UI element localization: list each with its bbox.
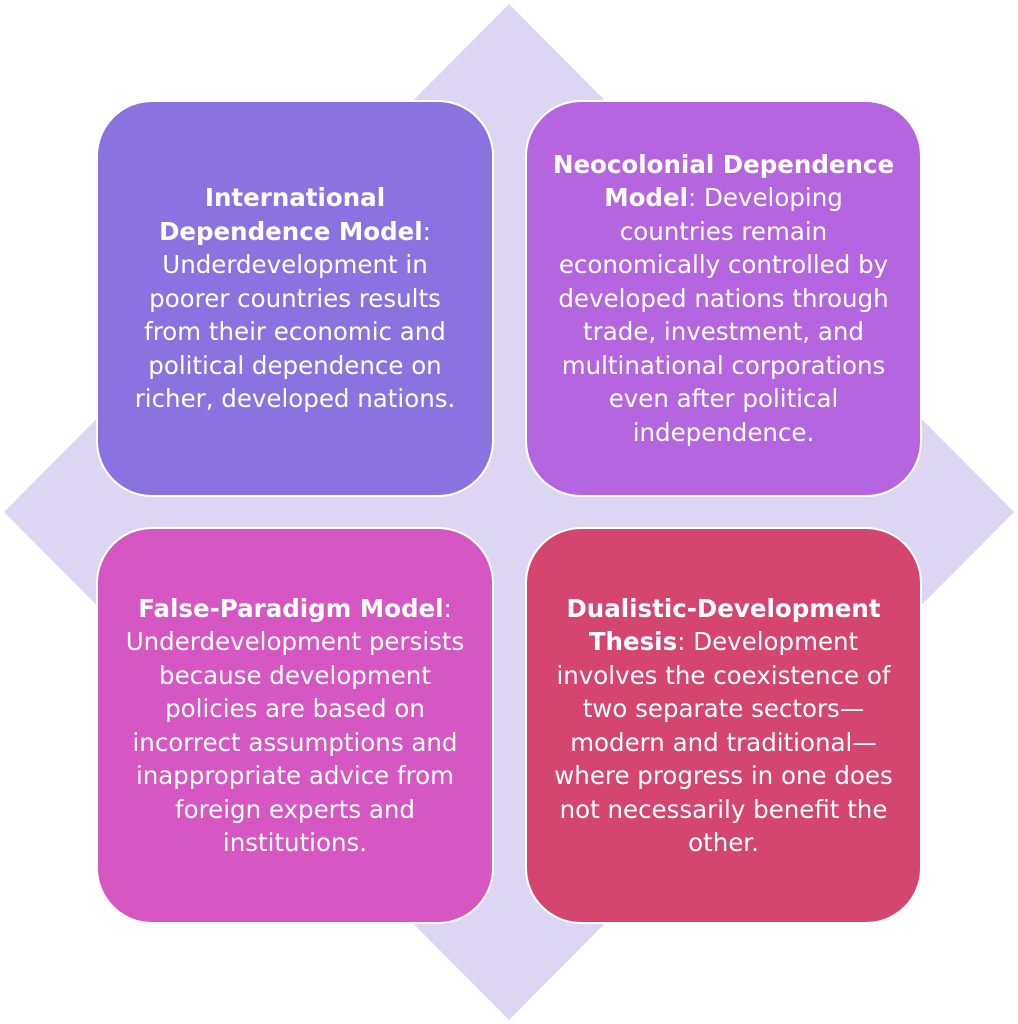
false-paradigm-card: False-Paradigm Model: Underdevelopment p… — [96, 527, 494, 924]
international-dependence-card: International Dependence Model: Underdev… — [96, 100, 494, 497]
card-term: Neocolonial Dependence Model — [552, 149, 895, 213]
card-description: : Underdevelopment in poorer countries r… — [134, 216, 456, 414]
card-text: False-Paradigm Model: Underdevelopment p… — [122, 592, 468, 860]
card-text: International Dependence Model: Underdev… — [122, 181, 468, 416]
card-description: : Developing countries remain economical… — [558, 183, 889, 447]
card-description: : Development involves the coexistence o… — [554, 627, 893, 857]
card-description: : Underdevelopment persists because deve… — [125, 593, 465, 858]
neocolonial-dependence-card: Neocolonial Dependence Model: Developing… — [525, 100, 922, 497]
card-term: International Dependence Model — [159, 183, 423, 246]
card-text: Neocolonial Dependence Model: Developing… — [551, 148, 896, 450]
card-text: Dualistic-Development Thesis: Developmen… — [551, 592, 896, 860]
card-term: False-Paradigm Model — [138, 593, 444, 623]
dualistic-development-card: Dualistic-Development Thesis: Developmen… — [525, 527, 922, 924]
card-term: Dualistic-Development Thesis — [566, 593, 881, 657]
